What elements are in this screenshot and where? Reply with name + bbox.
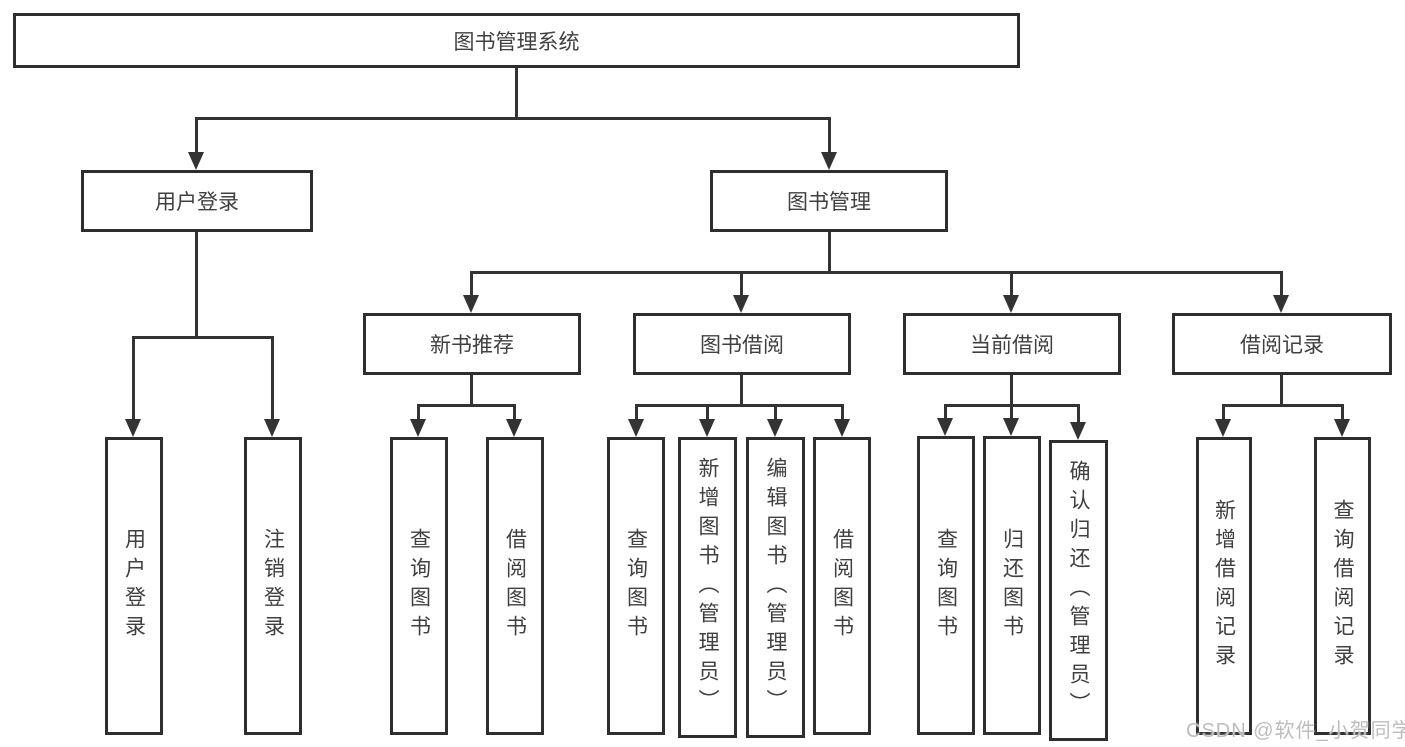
arrow-shaft xyxy=(1009,272,1013,301)
connector-hline xyxy=(1221,403,1344,407)
leaf-add-borrow-record: 新增借阅记录 xyxy=(1196,437,1252,735)
arrow-shaft xyxy=(1009,405,1013,424)
arrow-shaft xyxy=(131,337,135,425)
node-current-borrowing: 当前借阅 xyxy=(903,313,1121,375)
connector-hline xyxy=(416,403,516,407)
node-label: 用户登录 xyxy=(155,191,239,214)
arrow-down-icon xyxy=(821,152,837,170)
connector-hline xyxy=(469,270,1283,274)
arrow-down-icon xyxy=(506,419,522,437)
node-label: 确认归还（管理员） xyxy=(1067,460,1090,721)
arrow-shaft xyxy=(1279,272,1283,301)
arrow-shaft xyxy=(1340,405,1344,425)
node-label: 归还图书 xyxy=(1000,527,1024,644)
arrow-shaft xyxy=(634,405,638,425)
arrow-shaft xyxy=(705,405,709,425)
node-label: 图书借阅 xyxy=(700,334,784,357)
arrow-down-icon xyxy=(699,419,715,437)
node-label: 查询图书 xyxy=(407,528,431,644)
leaf-user-login: 用户登录 xyxy=(105,437,163,735)
connector-hline xyxy=(131,335,274,339)
connector-vline xyxy=(194,232,198,339)
connector-vline xyxy=(469,375,473,407)
arrow-shaft xyxy=(194,118,198,158)
arrow-down-icon xyxy=(264,419,280,437)
node-label: 借阅图书 xyxy=(830,528,854,644)
csdn-watermark: CSDN @软件_小贺同学 xyxy=(1186,720,1405,742)
leaf-query-books-borrow: 查询图书 xyxy=(607,437,665,735)
arrow-shaft xyxy=(469,272,473,301)
arrow-down-icon xyxy=(1003,418,1019,436)
node-label: 借阅记录 xyxy=(1240,334,1324,357)
arrow-down-icon xyxy=(834,419,850,437)
node-label: 注销登录 xyxy=(261,528,285,644)
leaf-query-borrow-record: 查询借阅记录 xyxy=(1314,437,1371,735)
leaf-borrow-books-recommend: 借阅图书 xyxy=(486,437,544,735)
connector-hline xyxy=(634,403,844,407)
arrow-shaft xyxy=(1076,405,1080,428)
arrow-down-icon xyxy=(1070,422,1086,440)
leaf-add-book-admin: 新增图书（管理员） xyxy=(678,437,737,738)
arrow-shaft xyxy=(512,405,516,425)
node-label: 当前借阅 xyxy=(970,334,1054,357)
node-book-management: 图书管理 xyxy=(710,170,948,232)
connector-vline xyxy=(739,375,743,407)
arrow-shaft xyxy=(827,118,831,158)
node-label: 用户登录 xyxy=(122,528,146,644)
arrow-down-icon xyxy=(1273,295,1289,313)
leaf-borrow-books: 借阅图书 xyxy=(813,437,871,735)
node-label: 借阅图书 xyxy=(503,528,527,644)
node-label: 图书管理 xyxy=(787,191,871,214)
arrow-shaft xyxy=(773,405,777,425)
node-label: 新书推荐 xyxy=(430,334,514,357)
arrow-shaft xyxy=(739,272,743,301)
node-label: 图书管理系统 xyxy=(453,30,580,54)
leaf-logout: 注销登录 xyxy=(244,437,302,735)
leaf-query-books-current: 查询图书 xyxy=(917,436,975,735)
leaf-edit-book-admin: 编辑图书（管理员） xyxy=(746,437,805,738)
leaf-return-books: 归还图书 xyxy=(983,436,1041,735)
arrow-shaft xyxy=(1221,405,1225,425)
arrow-down-icon xyxy=(733,295,749,313)
node-label: 新增借阅记录 xyxy=(1212,499,1236,673)
arrow-shaft xyxy=(270,337,274,425)
arrow-down-icon xyxy=(937,418,953,436)
node-label: 编辑图书（管理员） xyxy=(764,457,787,718)
arrow-down-icon xyxy=(1334,419,1350,437)
arrow-down-icon xyxy=(767,419,783,437)
leaf-confirm-return-admin: 确认归还（管理员） xyxy=(1049,440,1108,741)
arrow-down-icon xyxy=(463,295,479,313)
connector-vline xyxy=(1009,375,1013,407)
arrow-down-icon xyxy=(188,152,204,170)
arrow-down-icon xyxy=(1215,419,1231,437)
arrow-down-icon xyxy=(410,419,426,437)
node-label: 新增图书（管理员） xyxy=(696,457,719,718)
arrow-down-icon xyxy=(628,419,644,437)
arrow-shaft xyxy=(943,405,947,424)
arrow-shaft xyxy=(416,405,420,425)
leaf-query-books-recommend: 查询图书 xyxy=(390,437,448,735)
node-label: 查询借阅记录 xyxy=(1331,499,1354,673)
connector-vline xyxy=(827,232,831,274)
node-label: 查询图书 xyxy=(624,528,648,644)
arrow-down-icon xyxy=(1003,295,1019,313)
arrow-shaft xyxy=(840,405,844,425)
connector-vline xyxy=(1279,375,1283,407)
node-library-management-system: 图书管理系统 xyxy=(13,13,1020,68)
node-label: 查询图书 xyxy=(934,527,958,644)
connector-vline xyxy=(514,68,518,119)
node-book-borrowing: 图书借阅 xyxy=(633,313,851,375)
arrow-down-icon xyxy=(125,419,141,437)
node-borrowing-records: 借阅记录 xyxy=(1172,313,1392,375)
node-new-book-recommend: 新书推荐 xyxy=(363,313,581,375)
connector-hline xyxy=(194,116,831,120)
node-user-login: 用户登录 xyxy=(81,170,313,232)
